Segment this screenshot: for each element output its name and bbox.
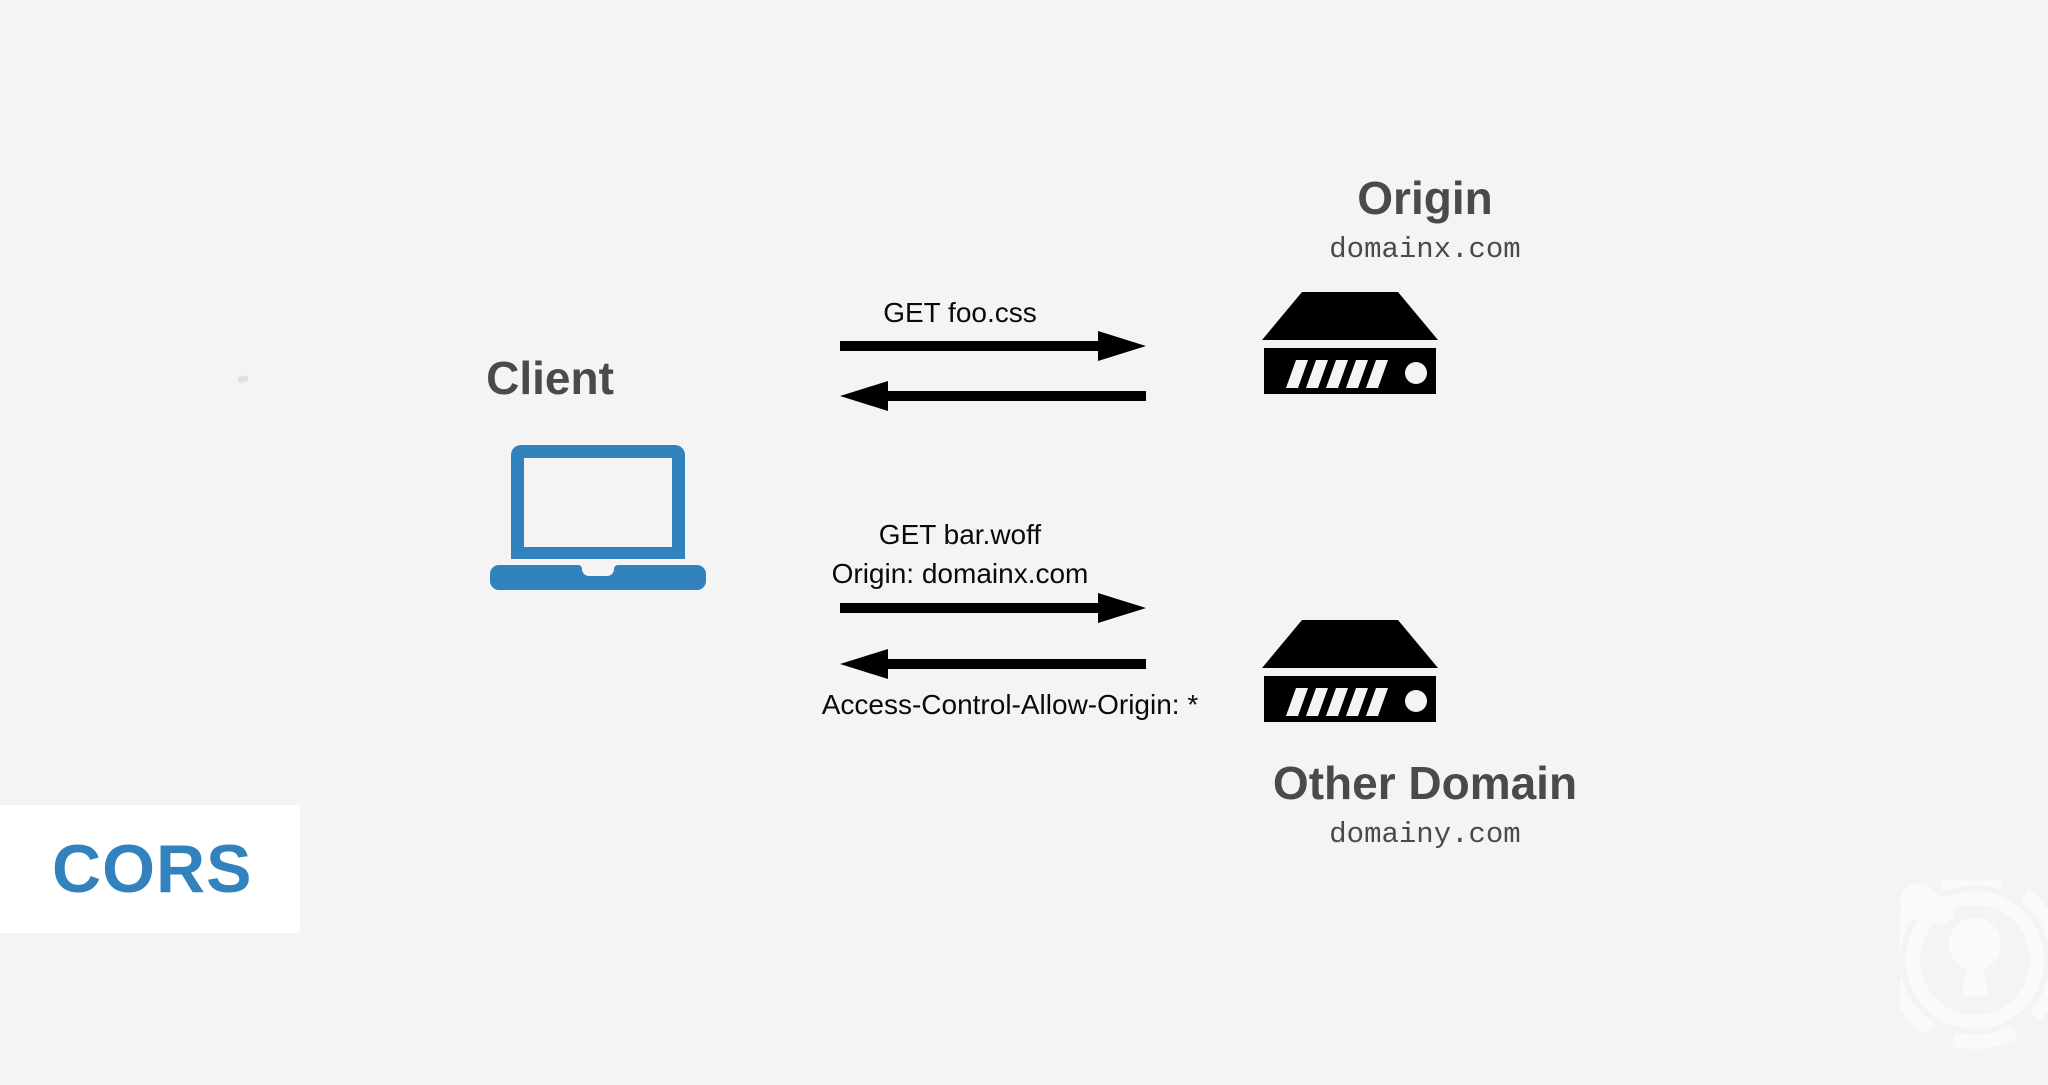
keyhole-lock-icon — [1886, 871, 2048, 1080]
arrow-client-to-other-domain — [840, 592, 1146, 624]
cors-badge-label: CORS — [52, 831, 253, 907]
origin-server-icon — [1262, 292, 1438, 394]
origin-subtitle: domainx.com — [1329, 233, 1521, 266]
request-label-get-bar-woff: GET bar.woff — [878, 519, 1042, 550]
client-title: Client — [486, 352, 614, 404]
arrow-other-domain-to-client — [840, 648, 1146, 680]
request-label-origin-header: Origin: domainx.com — [831, 558, 1089, 589]
request-label-get-foo-css: GET foo.css — [883, 297, 1037, 328]
laptop-icon — [489, 443, 707, 591]
arrow-client-to-origin — [840, 330, 1146, 362]
diagram-canvas: Client Origin domainx.com — [0, 172, 1578, 933]
other-domain-server-icon — [1262, 620, 1438, 722]
arrow-origin-to-client — [840, 380, 1146, 412]
response-label-access-control-allow-origin: Access-Control-Allow-Origin: * — [821, 689, 1199, 720]
image-artifact-speck — [237, 375, 249, 383]
cors-badge: CORS — [0, 805, 300, 933]
origin-title: Origin — [1357, 172, 1493, 224]
other-domain-subtitle: domainy.com — [1329, 818, 1521, 851]
other-domain-title: Other Domain — [1272, 757, 1578, 809]
